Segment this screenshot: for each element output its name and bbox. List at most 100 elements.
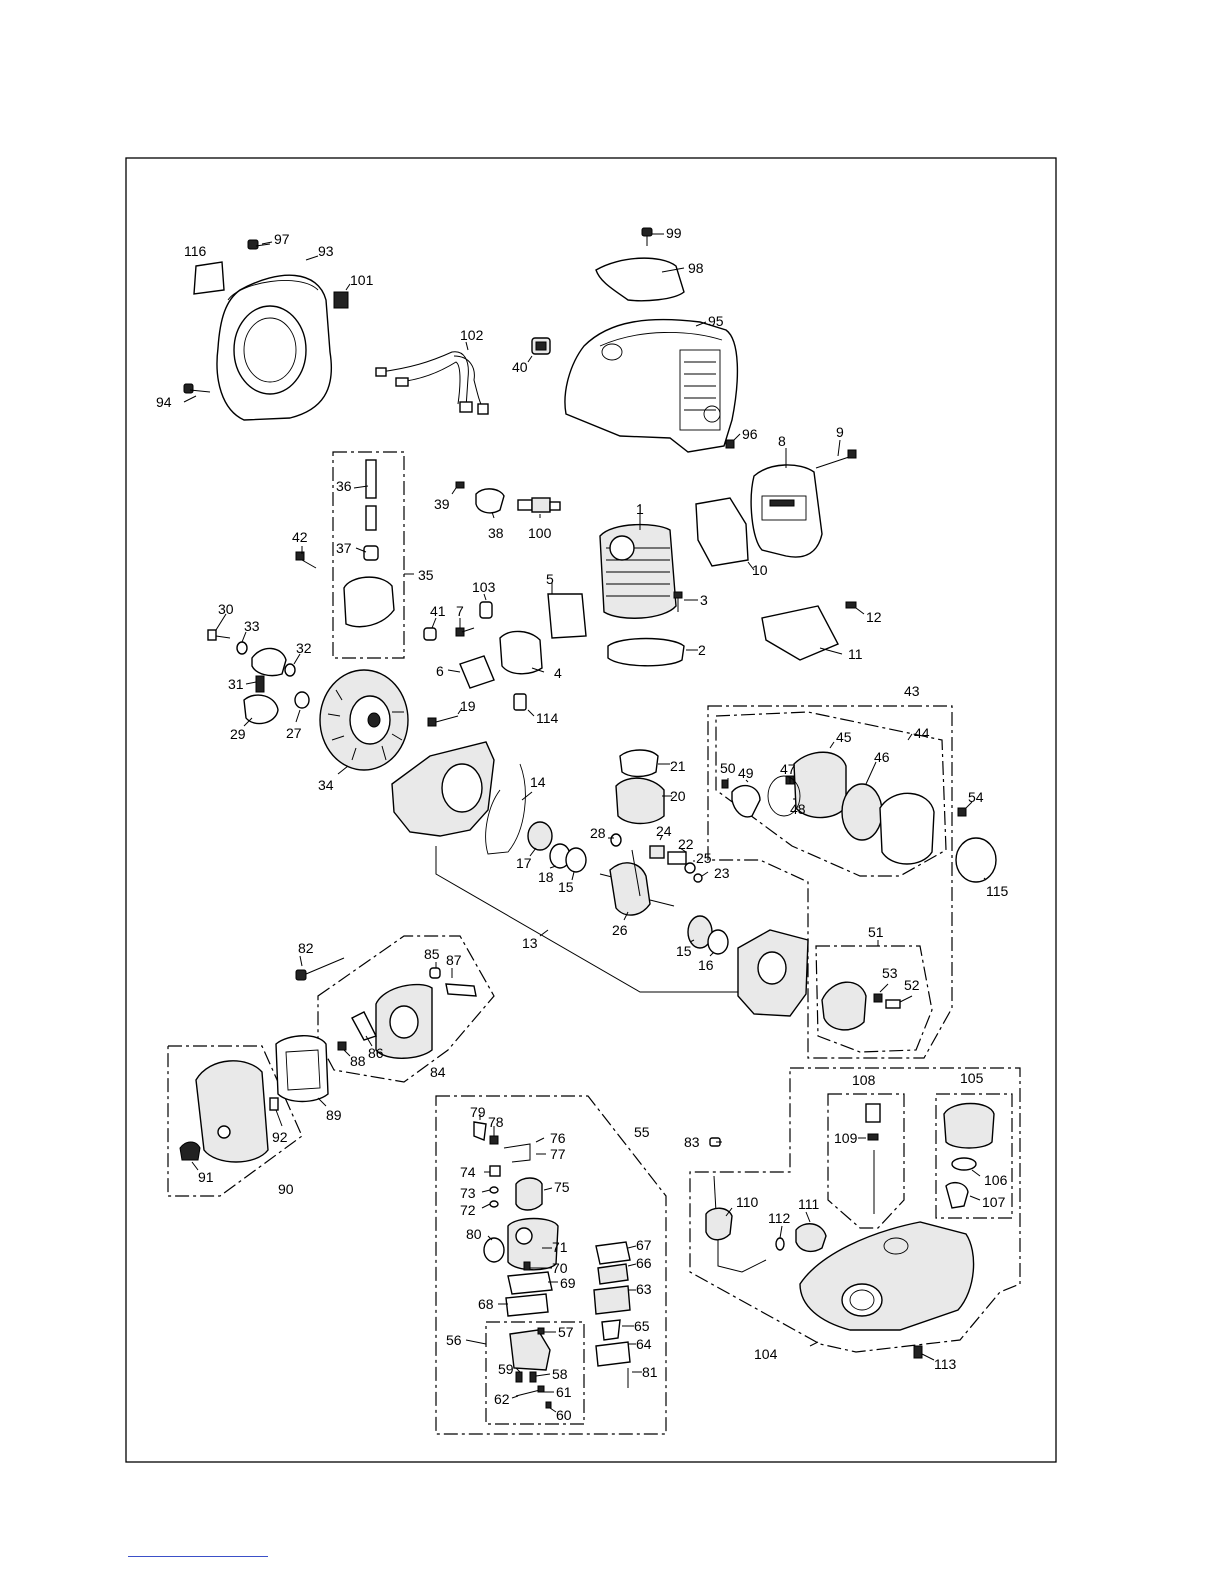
callout-106: 106 [984, 1172, 1008, 1188]
callout-116: 116 [184, 243, 207, 259]
part-9-bolt [815, 449, 857, 469]
part-99-screw [641, 227, 653, 246]
callout-79: 79 [470, 1104, 486, 1120]
callout-33: 33 [244, 618, 260, 634]
callout-52: 52 [904, 977, 920, 993]
part-82-bolt [295, 957, 345, 981]
part-46-recoil-spring [841, 783, 883, 841]
part-101-clip [333, 291, 349, 309]
callout-34: 34 [318, 777, 334, 793]
part-78-spring [489, 1135, 499, 1145]
part-91-knob [179, 1141, 201, 1161]
footer-rule [128, 1556, 268, 1557]
callout-108: 108 [852, 1072, 876, 1088]
callout-27: 27 [286, 725, 302, 741]
callout-54: 54 [968, 789, 984, 805]
part-48-spring [767, 775, 801, 817]
part-1-cylinder [599, 523, 677, 619]
callout-43: 43 [904, 683, 920, 699]
part-75-throttle-valve [515, 1177, 543, 1211]
callout-8: 8 [778, 433, 786, 449]
part-87-lever [445, 983, 477, 997]
part-62-lever [515, 1389, 541, 1397]
callout-84: 84 [430, 1064, 446, 1080]
part-39-spring [455, 481, 465, 489]
group-box-90 [167, 1045, 303, 1197]
part-2-cylinder-gasket [607, 637, 685, 667]
part-15-seal [565, 847, 587, 873]
part-107-cap-retainer [945, 1181, 969, 1209]
group-box-56 [485, 1321, 585, 1425]
callout-49: 49 [738, 765, 754, 781]
callout-113: 113 [934, 1356, 957, 1372]
callout-69: 69 [560, 1275, 576, 1291]
callout-66: 66 [636, 1255, 652, 1271]
part-97-bolt [247, 239, 271, 250]
part-116-label-plate [193, 261, 225, 295]
callout-86: 86 [368, 1045, 384, 1061]
callout-105: 105 [960, 1070, 984, 1086]
leader-lines [183, 233, 987, 1413]
part-67-cover [595, 1241, 631, 1265]
part-113-screw [913, 1345, 923, 1359]
callout-23: 23 [714, 865, 730, 881]
callout-77: 77 [550, 1146, 566, 1162]
group-box-55 [435, 1095, 667, 1435]
callout-22: 22 [678, 836, 694, 852]
callout-24: 24 [656, 823, 672, 839]
callout-110: 110 [736, 1194, 759, 1210]
callout-94: 94 [156, 394, 172, 410]
group-line-13 [435, 846, 738, 993]
part-95-cylinder-shroud [564, 318, 739, 453]
part-90-air-cleaner-cover [195, 1060, 269, 1163]
callout-101: 101 [350, 272, 374, 288]
part-61-pin [537, 1385, 545, 1393]
part-108-fuel-filter [865, 1103, 881, 1123]
part-27-washer [294, 691, 310, 709]
callout-41: 41 [430, 603, 446, 619]
part-104-fuel-tank [799, 1221, 975, 1331]
callout-32: 32 [296, 640, 312, 656]
part-109-clip [867, 1133, 879, 1141]
part-50-pin [721, 779, 729, 789]
part-96-screw [725, 439, 735, 449]
part-64-cover [595, 1341, 631, 1367]
callout-71: 71 [552, 1239, 568, 1255]
part-51-pulley [821, 981, 867, 1031]
part-37-cap [363, 545, 379, 561]
callout-95: 95 [708, 313, 724, 329]
callout-1: 1 [636, 501, 644, 517]
part-11-heat-shield [761, 605, 839, 661]
group-box-35 [332, 451, 405, 659]
part-32-washer [284, 663, 296, 677]
callout-65: 65 [634, 1318, 650, 1334]
callout-25: 25 [696, 850, 712, 866]
part-105-fuel-cap [943, 1102, 995, 1149]
callout-64: 64 [636, 1336, 652, 1352]
callout-81: 81 [642, 1364, 658, 1380]
group-box-104 [689, 1067, 1021, 1353]
part-58-needle [529, 1371, 537, 1383]
part-19-bolt [427, 715, 459, 727]
part-36-spark-plug-terminal [365, 459, 377, 531]
callout-83: 83 [684, 1134, 700, 1150]
part-30-screw [207, 629, 231, 641]
part-53-nut [873, 993, 883, 1003]
part-22-pin [667, 851, 687, 865]
part-73-clip [489, 1186, 499, 1194]
callout-38: 38 [488, 525, 504, 541]
part-28-clip [610, 833, 622, 847]
part-14-crankcase-gasket [485, 763, 526, 855]
part-93-fan-housing [216, 274, 332, 421]
part-31-spring [255, 675, 265, 693]
part-26-crankshaft [599, 849, 675, 916]
part-52-pawl [885, 999, 901, 1009]
part-69-diaphragm [507, 1271, 553, 1295]
callout-72: 72 [460, 1202, 476, 1218]
part-8-muffler [750, 464, 823, 558]
part-38-plug-boot [475, 488, 505, 514]
callout-60: 60 [556, 1407, 572, 1423]
part-24-bearing [649, 845, 665, 859]
diagram-frame [125, 157, 1057, 1463]
part-25-clip [684, 862, 696, 874]
